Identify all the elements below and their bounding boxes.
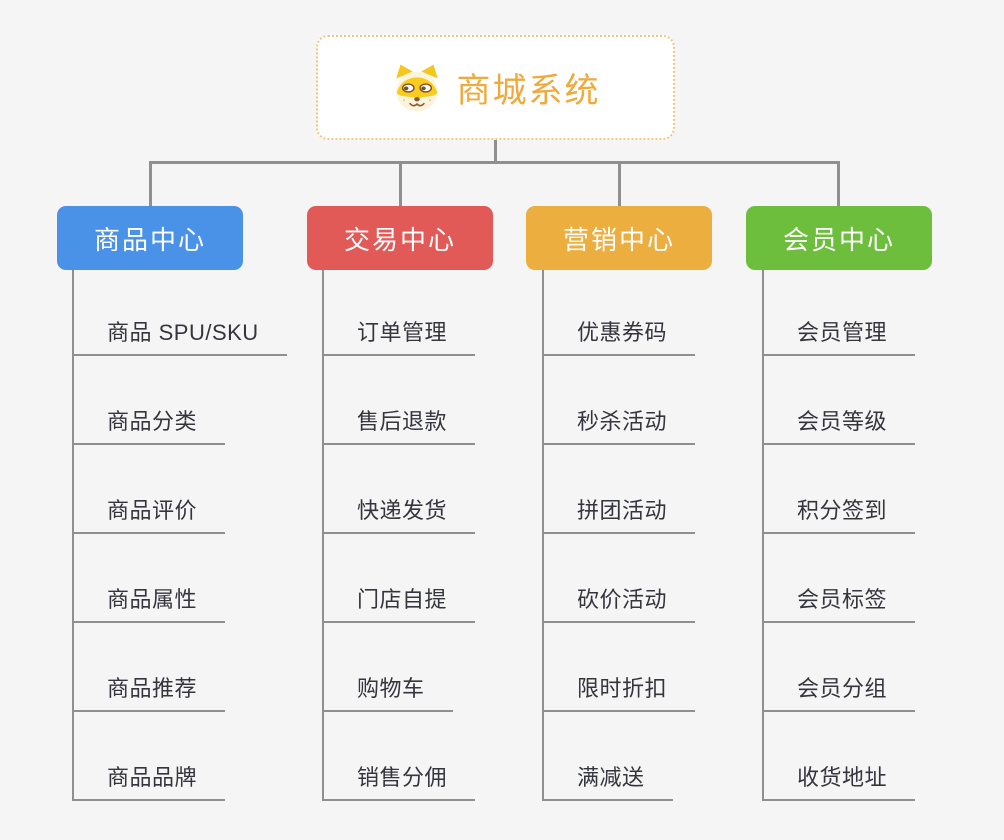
connector-stub-branch-3 — [618, 161, 621, 207]
branch-header-label: 商品中心 — [93, 224, 206, 255]
leaf-node[interactable]: 订单管理 — [322, 314, 476, 356]
leaf-node[interactable]: 商品属性 — [72, 581, 226, 623]
leaf-node[interactable]: 砍价活动 — [542, 581, 696, 623]
leaf-node[interactable]: 售后退款 — [322, 403, 476, 445]
branch-header-label: 交易中心 — [343, 224, 456, 255]
root-node[interactable]: 商城系统 — [316, 35, 675, 140]
connector-trunk — [762, 270, 764, 801]
branch-header-product-center[interactable]: 商品中心 — [57, 206, 243, 270]
leaf-node[interactable]: 优惠券码 — [542, 314, 696, 356]
connector-root-drop — [494, 138, 497, 164]
leaf-node[interactable]: 积分签到 — [762, 492, 916, 534]
leaf-node[interactable]: 满减送 — [542, 759, 673, 801]
connector-bus — [149, 161, 840, 164]
connector-trunk — [322, 270, 324, 801]
root-title: 商城系统 — [456, 72, 601, 110]
leaf-node[interactable]: 会员等级 — [762, 403, 916, 445]
connector-stub-branch-1 — [149, 161, 152, 207]
leaf-node[interactable]: 门店自提 — [322, 581, 476, 623]
connector-stub-branch-4 — [837, 161, 840, 207]
connector-trunk — [542, 270, 544, 801]
branch-header-marketing-center[interactable]: 营销中心 — [526, 206, 712, 270]
branch-header-member-center[interactable]: 会员中心 — [746, 206, 932, 270]
leaf-node[interactable]: 商品分类 — [72, 403, 226, 445]
dog-face-icon — [395, 64, 438, 111]
connector-trunk — [72, 270, 74, 801]
leaf-node[interactable]: 销售分佣 — [322, 759, 476, 801]
branch-header-trade-center[interactable]: 交易中心 — [307, 206, 493, 270]
connector-stub-branch-2 — [399, 161, 402, 207]
leaf-node[interactable]: 会员分组 — [762, 670, 916, 712]
leaf-node[interactable]: 商品 SPU/SKU — [72, 314, 287, 356]
leaf-node[interactable]: 秒杀活动 — [542, 403, 696, 445]
leaf-node[interactable]: 商品推荐 — [72, 670, 226, 712]
leaf-node[interactable]: 拼团活动 — [542, 492, 696, 534]
leaf-node[interactable]: 限时折扣 — [542, 670, 696, 712]
leaf-node[interactable]: 购物车 — [322, 670, 453, 712]
leaf-node[interactable]: 会员管理 — [762, 314, 916, 356]
branch-header-label: 会员中心 — [782, 224, 895, 255]
leaf-node[interactable]: 商品品牌 — [72, 759, 226, 801]
leaf-node[interactable]: 收货地址 — [762, 759, 916, 801]
branch-header-label: 营销中心 — [562, 224, 675, 255]
leaf-node[interactable]: 商品评价 — [72, 492, 226, 534]
leaf-node[interactable]: 快递发货 — [322, 492, 476, 534]
leaf-node[interactable]: 会员标签 — [762, 581, 916, 623]
